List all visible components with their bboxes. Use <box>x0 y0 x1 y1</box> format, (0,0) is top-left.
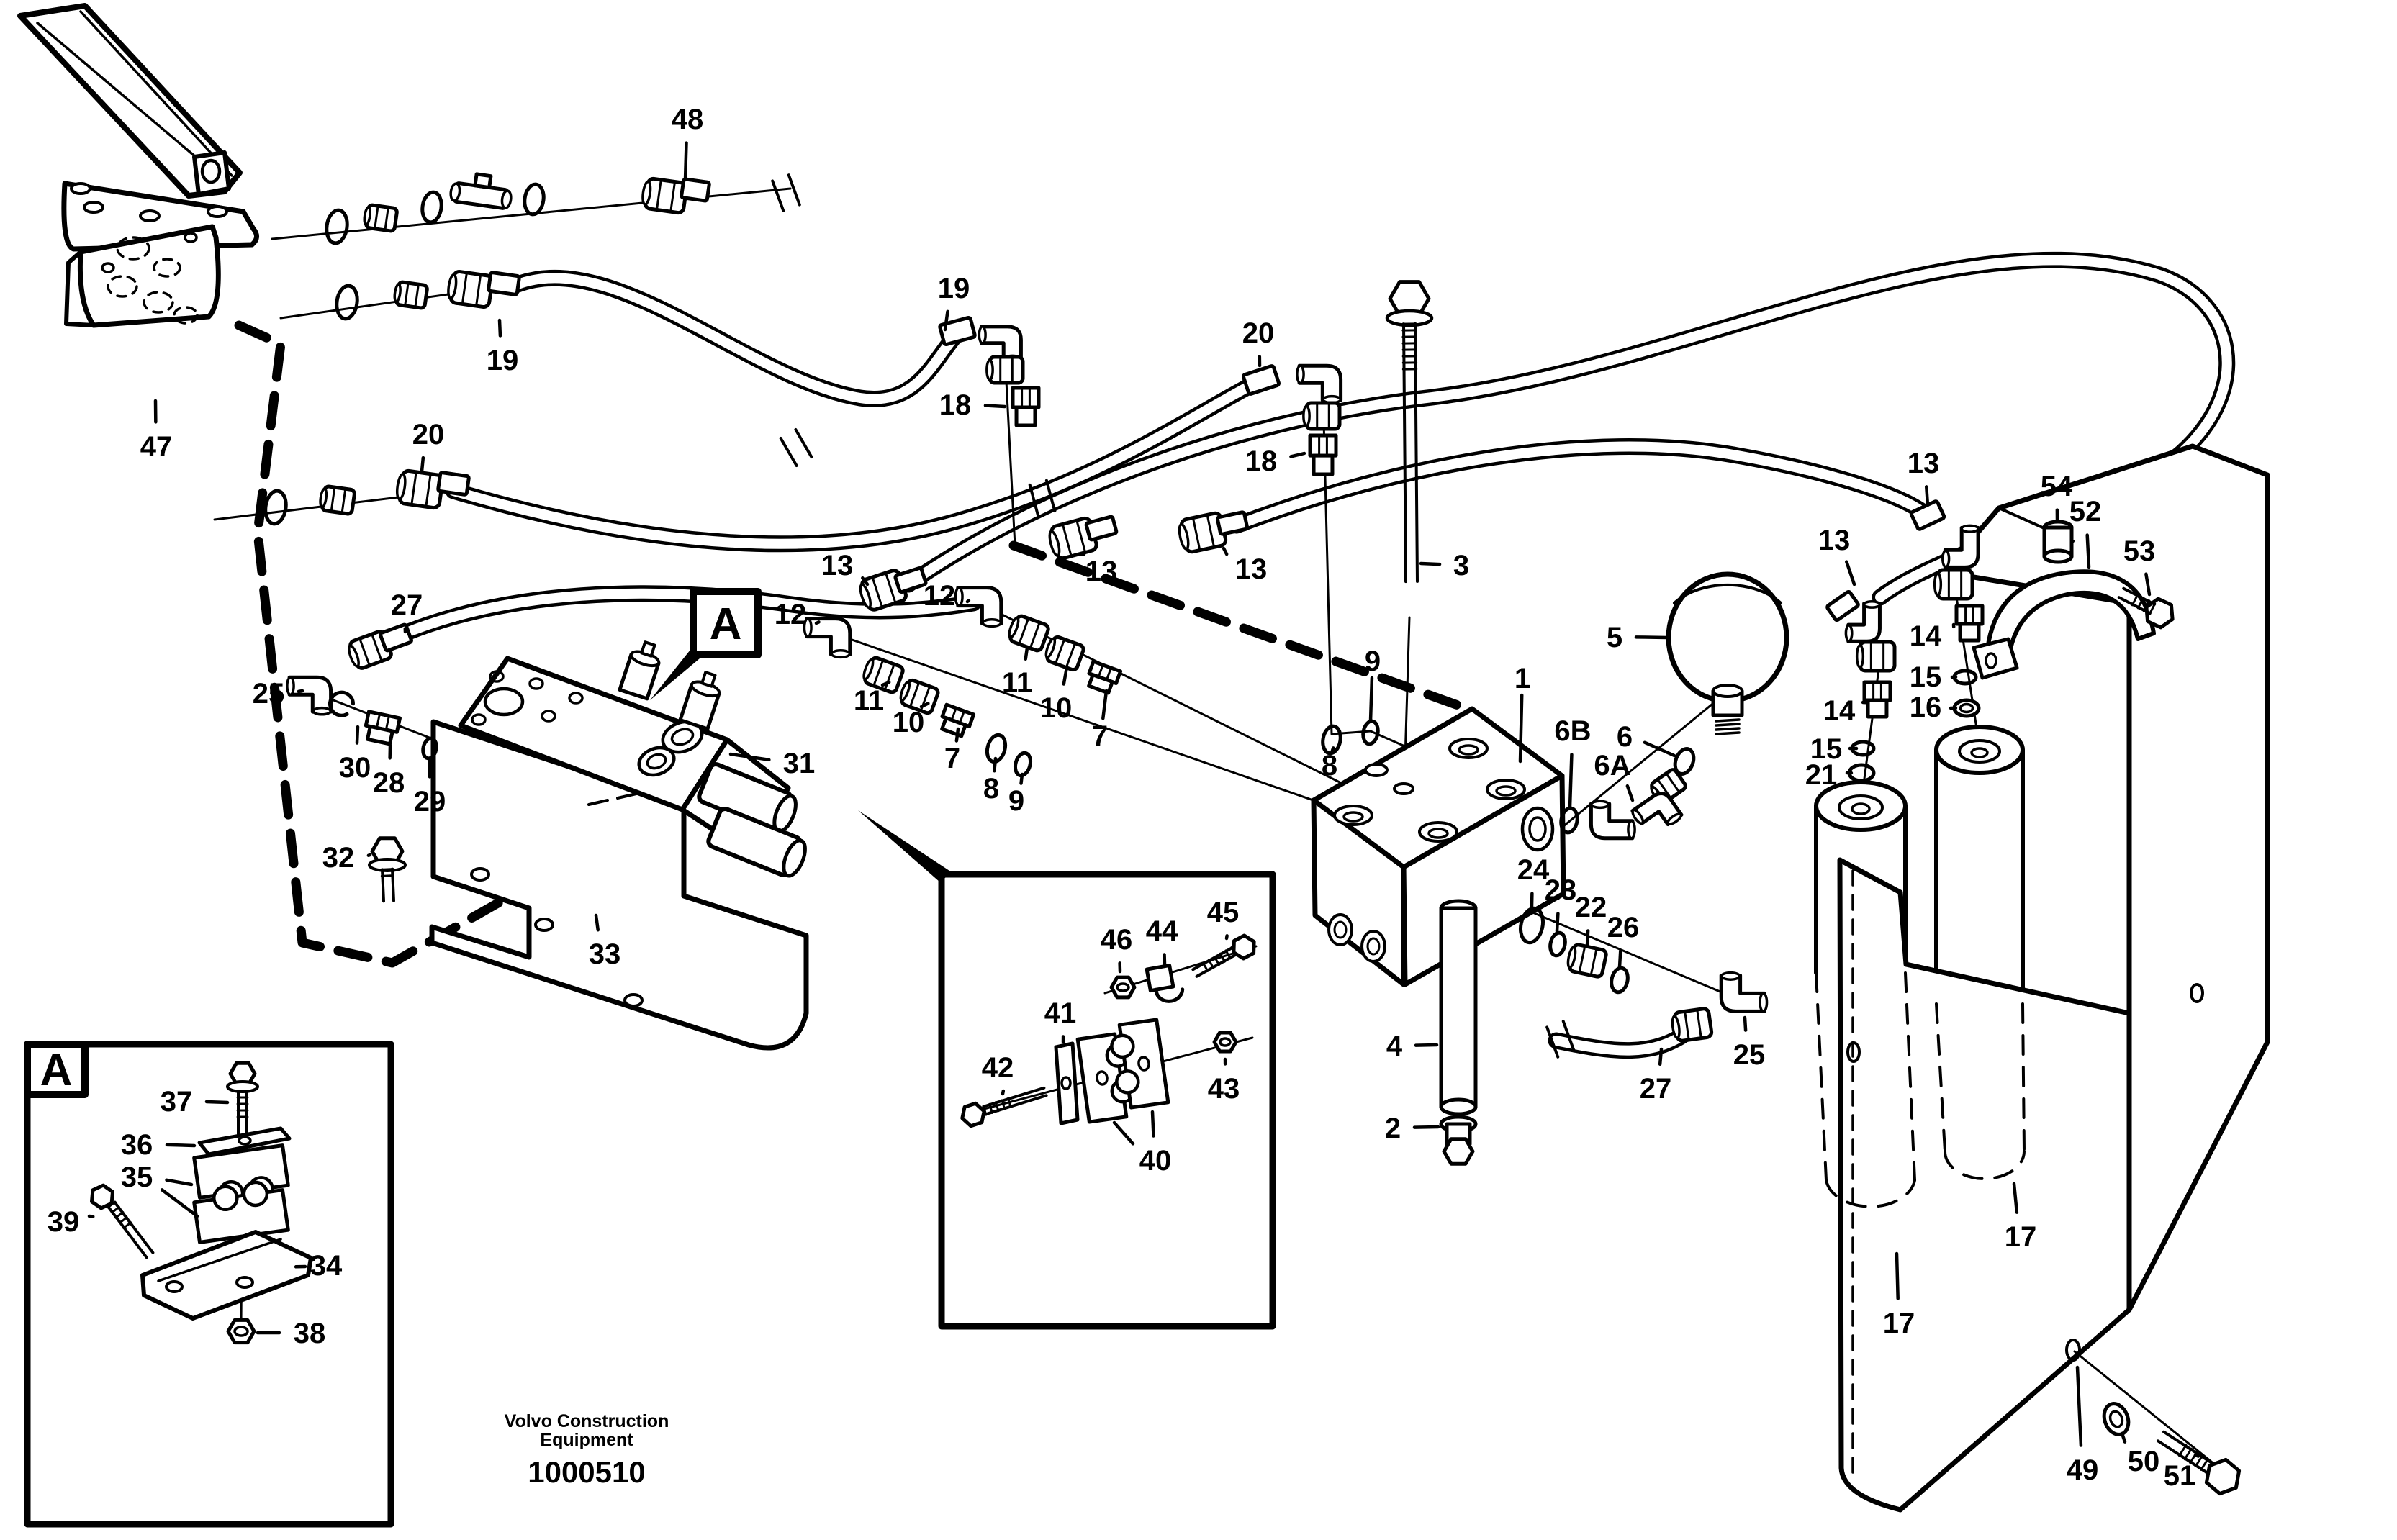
callout-18: 18 <box>1245 445 1278 477</box>
callout-31: 31 <box>783 748 816 779</box>
callout-4: 4 <box>1386 1031 1403 1062</box>
callout-48: 48 <box>672 104 704 135</box>
callout-7: 7 <box>944 743 960 774</box>
callout-49: 49 <box>2067 1454 2099 1486</box>
callout-7: 7 <box>1092 720 1108 752</box>
callout-19: 19 <box>938 273 970 304</box>
callout-29: 29 <box>414 786 446 817</box>
callout-6: 6 <box>1617 721 1633 753</box>
callout-40: 40 <box>1139 1145 1172 1177</box>
callout-23: 23 <box>1545 874 1577 906</box>
callout-1: 1 <box>1515 663 1530 694</box>
callout-10: 10 <box>893 707 925 738</box>
callout-27: 27 <box>391 589 423 621</box>
callout-21: 21 <box>1805 759 1838 791</box>
callout-50: 50 <box>2128 1446 2160 1477</box>
callout-37: 37 <box>161 1086 193 1118</box>
callout-36: 36 <box>121 1129 153 1161</box>
callout-45: 45 <box>1207 897 1240 928</box>
callout-6A: 6A <box>1594 750 1630 782</box>
callout-39: 39 <box>48 1206 80 1238</box>
callout-13: 13 <box>1908 448 1940 479</box>
callout-16: 16 <box>1910 692 1942 723</box>
detail-ref-letter: A <box>40 1046 73 1095</box>
callout-18: 18 <box>939 389 972 421</box>
detail-ref-box <box>690 588 762 658</box>
callout-34: 34 <box>310 1250 343 1282</box>
callout-13: 13 <box>1085 556 1118 587</box>
callout-17: 17 <box>1883 1308 1915 1339</box>
callout-13: 13 <box>1818 525 1851 556</box>
callout-44: 44 <box>1146 915 1178 947</box>
callout-11: 11 <box>854 685 884 717</box>
callout-12: 12 <box>775 599 807 630</box>
callout-26: 26 <box>1607 912 1640 943</box>
detail-ref-letter: A <box>710 599 742 649</box>
callout-13: 13 <box>1235 553 1268 585</box>
callout-2: 2 <box>1385 1113 1401 1144</box>
callout-14: 14 <box>1910 620 1942 652</box>
callout-10: 10 <box>1040 692 1073 724</box>
callout-8: 8 <box>983 773 999 805</box>
callout-14: 14 <box>1823 695 1856 727</box>
callout-25: 25 <box>1733 1039 1766 1071</box>
callout-22: 22 <box>1575 892 1607 923</box>
callout-53: 53 <box>2123 535 2156 567</box>
callout-13: 13 <box>821 550 854 581</box>
callout-30: 30 <box>339 752 371 784</box>
callout-27: 27 <box>1640 1073 1672 1105</box>
callout-20: 20 <box>412 419 445 450</box>
detail-ref-box <box>24 1041 89 1098</box>
callout-41: 41 <box>1044 997 1077 1029</box>
callout-43: 43 <box>1208 1073 1240 1105</box>
callout-20: 20 <box>1242 317 1275 349</box>
callout-12: 12 <box>924 580 956 612</box>
callout-3: 3 <box>1453 550 1469 581</box>
callout-19: 19 <box>487 345 519 376</box>
footer-block: Volvo Construction Equipment 1000510 <box>475 1412 698 1490</box>
callout-24: 24 <box>1517 854 1550 886</box>
callout-38: 38 <box>294 1318 326 1349</box>
callout-9: 9 <box>1008 785 1024 817</box>
figure-part-number: 1000510 <box>528 1455 646 1489</box>
callout-52: 52 <box>2069 496 2102 527</box>
callout-9: 9 <box>1365 646 1381 677</box>
callout-33: 33 <box>589 938 621 970</box>
callout-28: 28 <box>373 767 405 799</box>
brand-line-1: Volvo Construction <box>504 1411 669 1431</box>
callout-25: 25 <box>253 678 285 710</box>
callout-15: 15 <box>1910 661 1942 693</box>
callout-51: 51 <box>2164 1460 2196 1492</box>
brand-line-2: Equipment <box>540 1430 633 1450</box>
callout-17: 17 <box>2005 1221 2037 1253</box>
callout-15: 15 <box>1810 733 1843 765</box>
callout-11: 11 <box>1002 667 1032 699</box>
callout-42: 42 <box>982 1052 1014 1084</box>
callout-6B: 6B <box>1554 715 1591 747</box>
callout-32: 32 <box>322 842 355 874</box>
callout-47: 47 <box>140 431 173 463</box>
callout-46: 46 <box>1101 924 1133 956</box>
callout-35: 35 <box>121 1161 153 1193</box>
callout-5: 5 <box>1607 622 1622 653</box>
callout-8: 8 <box>1322 750 1337 782</box>
callout-54: 54 <box>2041 471 2073 502</box>
